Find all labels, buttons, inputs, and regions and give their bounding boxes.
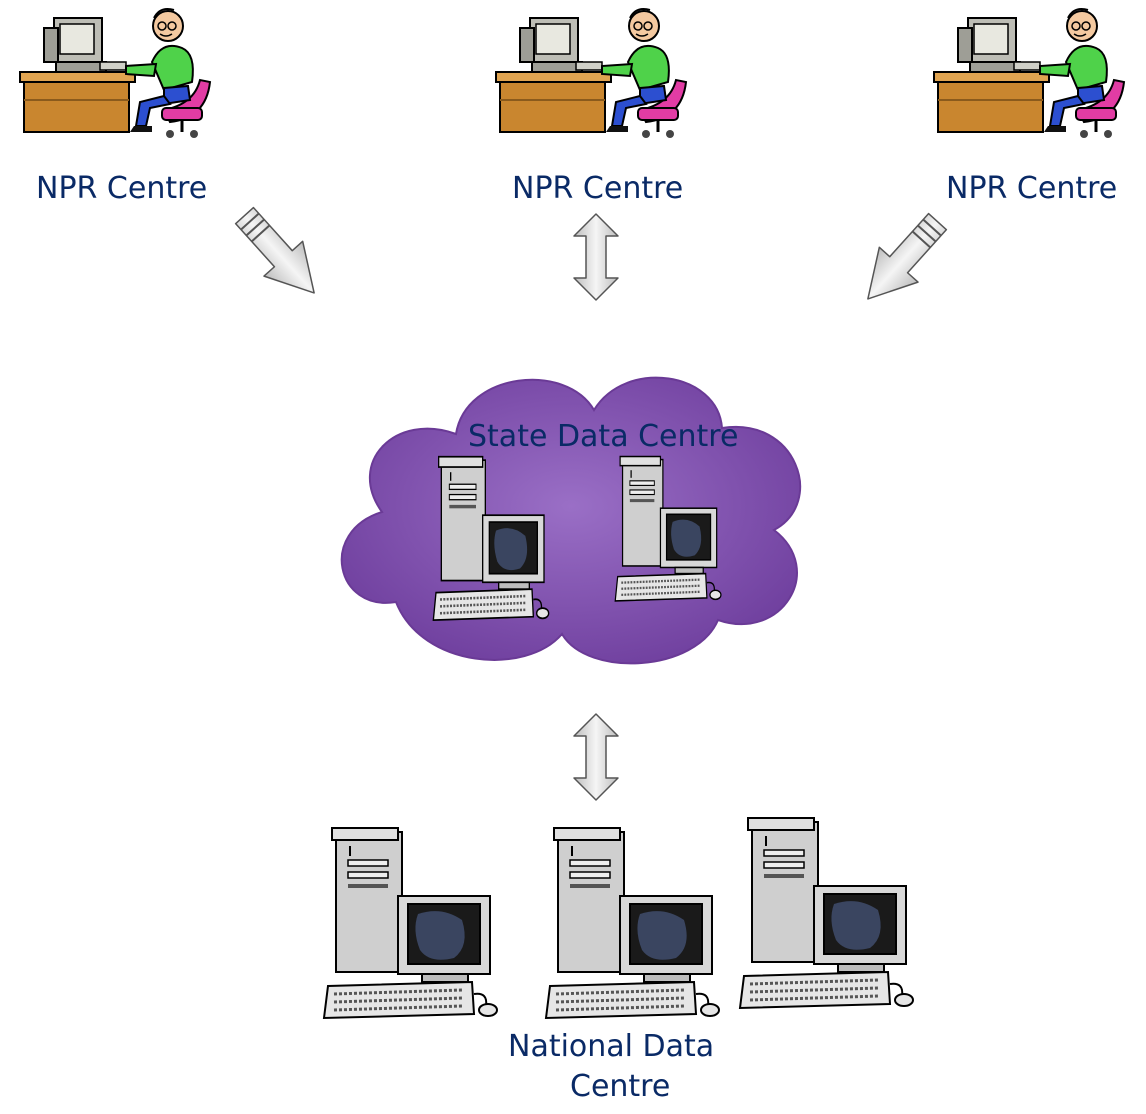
npr-centre-label: NPR Centre	[946, 171, 1118, 206]
server-icon	[432, 455, 552, 627]
down-left-arrow-icon	[843, 200, 961, 322]
double-arrow-icon	[566, 712, 626, 802]
npr-centre-label: NPR Centre	[512, 171, 684, 206]
national-data-centre-label: Centre	[570, 1069, 671, 1104]
server-icon	[322, 826, 502, 1026]
npr-centre-operator-icon	[490, 0, 700, 140]
state-data-centre-cloud	[340, 376, 801, 665]
state-data-centre-label: State Data Centre	[468, 419, 739, 454]
npr-centre-operator-icon	[928, 0, 1138, 140]
server-icon	[544, 826, 724, 1026]
down-right-arrow-icon	[221, 194, 339, 316]
double-arrow-icon	[566, 212, 626, 302]
national-data-centre-label: National Data	[508, 1029, 715, 1064]
server-icon	[614, 455, 724, 607]
npr-centre-operator-icon	[14, 0, 224, 140]
npr-centre-label: NPR Centre	[36, 171, 208, 206]
server-icon	[738, 816, 918, 1016]
